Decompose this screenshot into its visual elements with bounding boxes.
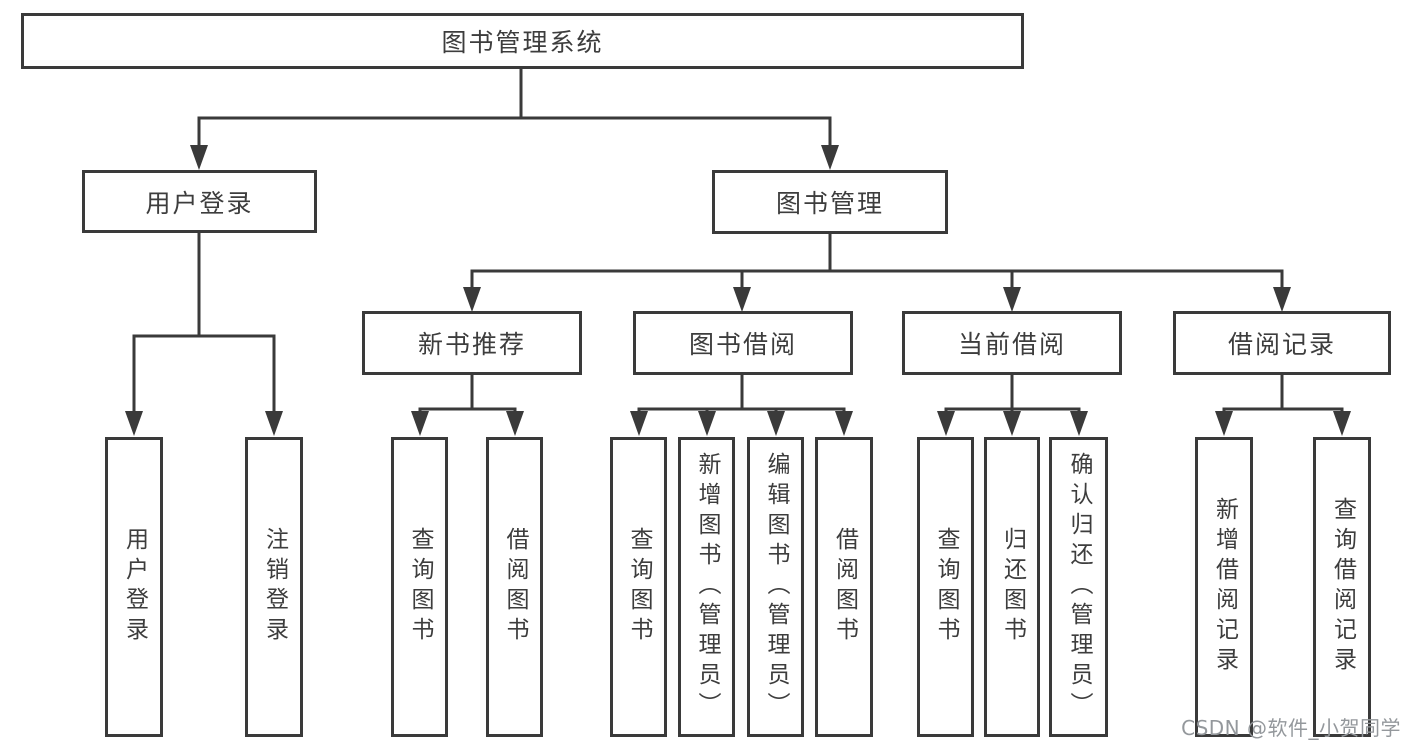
arrow-leaf-addbook	[698, 411, 716, 436]
node-book-management: 图书管理	[712, 170, 948, 234]
arrow-newrec	[463, 287, 481, 312]
leaf-add-book-admin: 新增图书（管理员）	[678, 437, 735, 737]
edge-newrec-split	[418, 407, 517, 418]
edge-currentborrow-split	[944, 407, 1081, 418]
arrow-leaf-query3	[937, 411, 955, 436]
arrow-leaf-return	[1003, 411, 1021, 436]
arrow-leaf-editbook	[767, 411, 785, 436]
edge-root-split	[197, 116, 832, 150]
arrow-leaf-queryrecord	[1333, 411, 1351, 436]
node-current-borrowing: 当前借阅	[902, 311, 1122, 375]
leaf-edit-book-admin: 编辑图书（管理员）	[747, 437, 804, 737]
edge-bookmgmt-split	[470, 269, 1284, 292]
arrow-records	[1273, 287, 1291, 312]
leaf-query-books-recommend: 查询图书	[391, 437, 448, 737]
leaf-query-books-current: 查询图书	[917, 437, 974, 737]
node-new-book-recommend: 新书推荐	[362, 311, 582, 375]
edge-userlogin-split	[132, 334, 276, 420]
arrow-userlogin	[190, 145, 208, 170]
node-borrowing-records: 借阅记录	[1173, 311, 1391, 375]
arrow-currentborrow	[1003, 287, 1021, 312]
leaf-user-login: 用户登录	[105, 437, 163, 737]
arrow-leaf-borrow1	[506, 411, 524, 436]
arrow-leaf-query1	[411, 411, 429, 436]
leaf-borrow-books-recommend: 借阅图书	[486, 437, 543, 737]
leaf-add-borrow-record: 新增借阅记录	[1195, 437, 1253, 737]
edge-bookborrow-split	[637, 407, 846, 418]
leaf-query-books-borrowing: 查询图书	[610, 437, 667, 737]
node-book-borrowing: 图书借阅	[633, 311, 853, 375]
csdn-watermark: CSDN @软件_小贺同学	[1181, 716, 1401, 740]
arrow-leaf-query2	[630, 411, 648, 436]
leaf-return-books: 归还图书	[984, 437, 1040, 737]
leaf-borrow-books-borrowing: 借阅图书	[815, 437, 873, 737]
arrow-leaf-userlogin	[125, 411, 143, 436]
leaf-confirm-return-admin: 确认归还（管理员）	[1049, 437, 1108, 737]
arrow-bookborrow	[733, 287, 751, 312]
node-library-management-system: 图书管理系统	[21, 13, 1024, 69]
node-user-login: 用户登录	[82, 170, 317, 233]
arrow-leaf-borrow2	[835, 411, 853, 436]
arrow-leaf-logout	[265, 411, 283, 436]
leaf-logout: 注销登录	[245, 437, 303, 737]
arrow-leaf-addrecord	[1215, 411, 1233, 436]
arrow-bookmgmt	[821, 145, 839, 170]
edge-records-split	[1222, 407, 1344, 418]
arrow-leaf-confirmreturn	[1070, 411, 1088, 436]
leaf-query-borrow-record: 查询借阅记录	[1313, 437, 1371, 737]
